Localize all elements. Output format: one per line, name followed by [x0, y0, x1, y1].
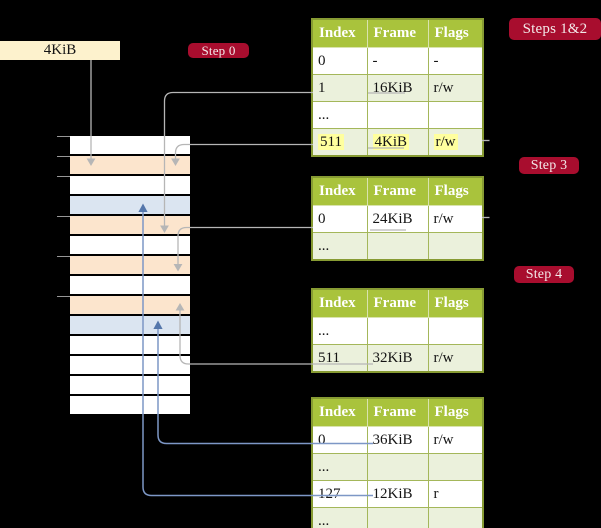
table-cell: ...: [311, 453, 368, 481]
table-cell: ...: [311, 317, 368, 345]
table-row: ...: [311, 317, 484, 345]
memory-tick: [57, 176, 70, 177]
table-cell: r: [427, 480, 484, 508]
column-header: Index: [311, 288, 368, 318]
memory-row-white: [70, 336, 190, 354]
table-cell: -: [427, 47, 484, 75]
table-cell: [366, 232, 429, 261]
column-header: Flags: [427, 397, 484, 427]
memory-row-white: [70, 176, 190, 194]
table-cell: ...: [311, 232, 368, 261]
table-cell: r/w: [427, 205, 484, 233]
step-3-badge: Step 3: [519, 157, 579, 174]
table-cell: [427, 453, 484, 481]
column-header: Frame: [366, 397, 429, 427]
table-row: 511 4KiB r/w: [311, 128, 484, 157]
step-4-badge: Step 4: [514, 266, 574, 283]
table-cell: 1: [311, 74, 368, 102]
table-row: 0--: [311, 47, 484, 75]
table-cell: 0: [311, 426, 368, 454]
memory-tick: [57, 296, 70, 297]
table-cell: 4KiB: [366, 128, 429, 157]
memory-row-white: [70, 376, 190, 394]
column-header: Index: [311, 397, 368, 427]
table-cell: 24KiB: [366, 205, 429, 233]
table-row: ...: [311, 232, 484, 261]
memory-row-blue: [70, 316, 190, 334]
column-header: Index: [311, 18, 368, 48]
table-cell: 0: [311, 205, 368, 233]
table-cell: [427, 232, 484, 261]
table-cell: 16KiB: [366, 74, 429, 102]
table-cell: [427, 101, 484, 129]
table-cell: r/w: [427, 426, 484, 454]
memory-row-peach: [70, 216, 190, 234]
table-cell: ...: [311, 101, 368, 129]
table-cell: [427, 507, 484, 528]
memory-row-blue: [70, 196, 190, 214]
table-cell: 511: [311, 344, 368, 373]
memory-row-white: [70, 136, 190, 154]
memory-row-peach: [70, 256, 190, 274]
table-cell: 0: [311, 47, 368, 75]
table-cell: [366, 507, 429, 528]
memory-tick: [57, 256, 70, 257]
column-header: Frame: [366, 18, 429, 48]
table-cell: 32KiB: [366, 344, 429, 373]
memory-tick: [57, 136, 70, 137]
memory-tick: [57, 216, 70, 217]
table-cell: r/w: [427, 128, 484, 157]
memory-tick: [57, 156, 70, 157]
memory-row-white: [70, 356, 190, 374]
table-cell: r/w: [427, 344, 484, 373]
arrow-t2-row0-to-24kib: [177, 226, 313, 264]
table-row: ...: [311, 101, 484, 129]
table-row: ...: [311, 453, 484, 481]
column-header: Flags: [427, 18, 484, 48]
column-header: Flags: [427, 176, 484, 206]
memory-row-white: [70, 236, 190, 254]
column-header: Frame: [366, 288, 429, 318]
table-row: ...: [311, 507, 484, 528]
highlighted-value: 4KiB: [372, 133, 410, 150]
steps-1-2-badge: Steps 1&2: [509, 18, 601, 40]
arrow-t1-row511-to-4kib: [174, 143, 313, 159]
table-cell: 12KiB: [366, 480, 429, 508]
table-cell: 127: [311, 480, 368, 508]
step-0-badge: Step 0: [188, 43, 249, 58]
table-cell: 36KiB: [366, 426, 429, 454]
memory-row-peach: [70, 296, 190, 314]
memory-row-peach: [70, 156, 190, 174]
table-cell: ...: [311, 507, 368, 528]
column-header: Frame: [366, 176, 429, 206]
table-cell: [427, 317, 484, 345]
table-cell: 511: [311, 128, 368, 157]
highlighted-value: r/w: [433, 133, 458, 150]
table-cell: [366, 101, 429, 129]
memory-row-white: [70, 276, 190, 294]
frame-size-box: 4KiB: [0, 41, 120, 60]
column-header: Flags: [427, 288, 484, 318]
table-cell: [366, 317, 429, 345]
table-cell: -: [366, 47, 429, 75]
table-cell: [366, 453, 429, 481]
highlighted-value: 511: [318, 133, 344, 150]
column-header: Index: [311, 176, 368, 206]
table-cell: r/w: [427, 74, 484, 102]
memory-row-white: [70, 396, 190, 414]
